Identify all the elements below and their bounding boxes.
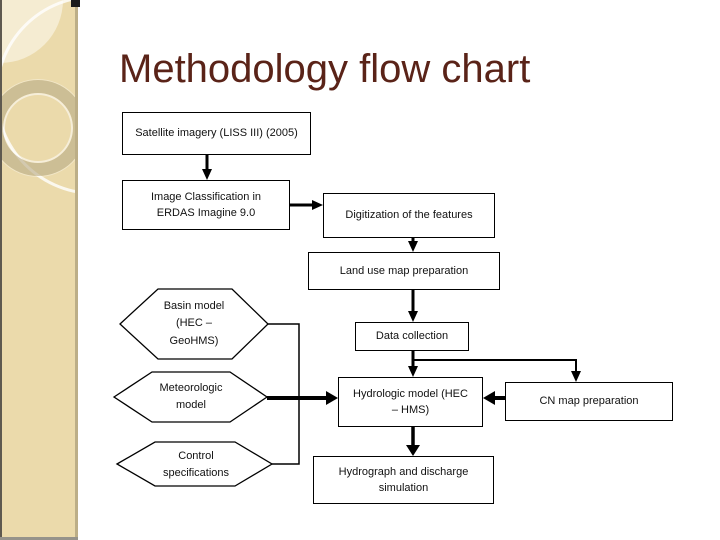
arrowhead-datacollection-to-hydrologic bbox=[408, 366, 418, 377]
sidebar-bottom-edge bbox=[0, 537, 78, 540]
sidebar-left-edge bbox=[0, 0, 2, 540]
flow-hexagon-control-specifications: Control specifications bbox=[162, 449, 230, 479]
flow-box-data-collection: Data collection bbox=[355, 322, 469, 351]
arrowhead-satellite-to-classification bbox=[202, 169, 212, 180]
flow-box-hydrograph-simulation: Hydrograph and discharge simulation bbox=[313, 456, 494, 504]
flow-box-hydrologic-model: Hydrologic model (HEC – HMS) bbox=[338, 377, 483, 427]
flow-hexagon-meteorologic-model: Meteorologic model bbox=[159, 381, 223, 411]
arrowhead-meteorologic-to-hydrologic bbox=[326, 391, 338, 405]
sidebar-right-edge bbox=[75, 0, 78, 540]
line-hexagon-rail bbox=[268, 323, 300, 465]
arrow-datacollection-to-cnmap bbox=[413, 359, 577, 373]
sidebar-ring-ornament bbox=[0, 80, 78, 176]
flow-box-satellite-imagery: Satellite imagery (LISS III) (2005) bbox=[122, 112, 311, 155]
flow-box-cn-map-preparation: CN map preparation bbox=[505, 382, 673, 421]
arrowhead-hydrologic-to-hydrograph bbox=[406, 445, 420, 456]
top-corner-square-mark bbox=[71, 0, 80, 7]
flow-box-digitization: Digitization of the features bbox=[323, 193, 495, 238]
flow-box-land-use-map: Land use map preparation bbox=[308, 252, 500, 290]
arrowhead-digitization-to-landuse bbox=[408, 241, 418, 252]
arrowhead-datacollection-to-cnmap bbox=[571, 371, 581, 382]
sidebar-decoration bbox=[0, 0, 78, 540]
arrowhead-classification-to-digitization bbox=[312, 200, 323, 210]
arrowhead-landuse-to-datacollection bbox=[408, 311, 418, 322]
flow-box-image-classification: Image Classification in ERDAS Imagine 9.… bbox=[122, 180, 290, 230]
arrowhead-cnmap-to-hydrologic bbox=[483, 391, 495, 405]
flow-hexagon-basin-model: Basin model (HEC – GeoHMS) bbox=[163, 300, 225, 347]
page-title: Methodology flow chart bbox=[119, 47, 531, 91]
